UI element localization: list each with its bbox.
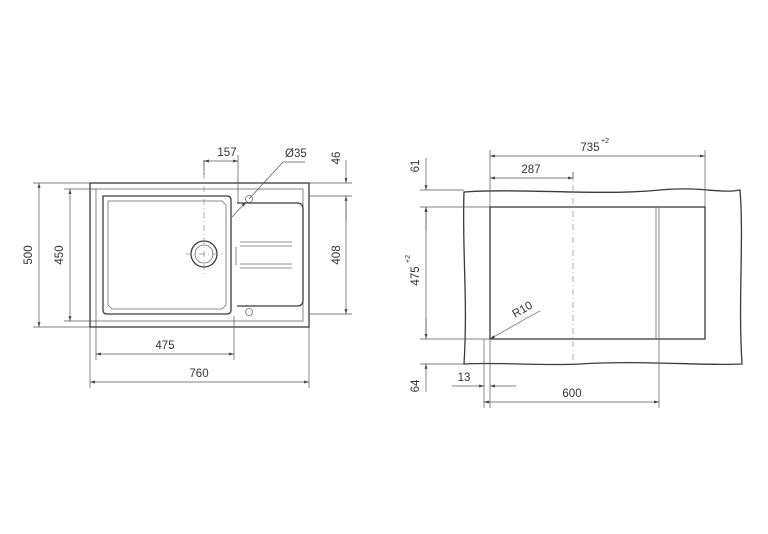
dim-46: 46 — [331, 152, 343, 165]
dim-r10: R10 — [511, 300, 535, 321]
dim-408: 408 — [331, 245, 343, 264]
cutout-view: 735 +2 287 61 475 +2 64 13 600 — [405, 138, 743, 408]
dim-287: 287 — [521, 164, 540, 176]
dim-500: 500 — [23, 245, 35, 264]
dim-735-tolerance: +2 — [601, 138, 609, 145]
bowl-outline — [102, 195, 232, 315]
dim-157: 157 — [217, 147, 236, 159]
bowl-inner — [107, 200, 227, 310]
dim-475: 475 — [155, 340, 174, 352]
cutout-rect — [489, 206, 706, 340]
dim-475-cutout: 475 — [410, 266, 422, 285]
dim-475-tolerance: +2 — [405, 255, 412, 263]
sink-inner-rim — [95, 188, 304, 322]
dim-64: 64 — [410, 379, 422, 392]
tap-hole — [245, 195, 253, 316]
dim-600: 600 — [562, 388, 581, 400]
countertop-outline — [462, 188, 743, 366]
dim-760: 760 — [189, 368, 208, 380]
dim-diameter-35: Ø35 — [285, 148, 307, 160]
dim-735: 735 — [580, 142, 599, 154]
sink-top-view: 760 475 500 450 408 46 157 — [23, 147, 352, 388]
dim-13: 13 — [458, 372, 471, 384]
dim-61: 61 — [410, 160, 422, 173]
sink-outline — [89, 182, 310, 328]
drainer-board — [235, 202, 304, 307]
dim-450: 450 — [54, 245, 66, 264]
